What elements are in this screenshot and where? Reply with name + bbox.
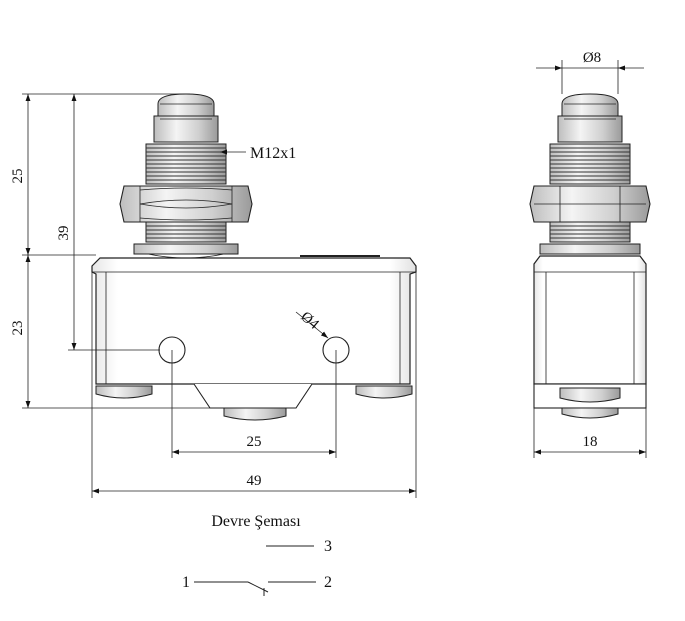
side-body: [533, 255, 647, 419]
side-view: Ø8 18: [529, 50, 651, 458]
dim-hole-spacing: 25: [171, 350, 337, 458]
dim-plunger-diameter: Ø8: [536, 50, 644, 94]
circuit-schematic: Devre Şeması 3 1 2: [182, 513, 332, 596]
dim-body-width: 49: [91, 272, 417, 498]
side-hex-nut: [529, 185, 651, 223]
terminals: [95, 385, 413, 421]
dim-23-text: 23: [10, 321, 26, 336]
switch-body: [91, 255, 417, 409]
hex-nut: [119, 185, 253, 223]
schematic-title: Devre Şeması: [211, 513, 301, 530]
dim-actuator-height: 25: [10, 93, 190, 256]
dim-49-text: 49: [247, 473, 262, 489]
side-plunger: [557, 93, 623, 143]
dim-25-actuator-text: 25: [10, 169, 26, 184]
thread-leader: M12x1: [220, 145, 296, 162]
terminal-2-label: 2: [324, 574, 332, 591]
side-threaded-bushing: [549, 143, 631, 185]
dim-18-text: 18: [583, 434, 598, 450]
dim-side-width: 18: [533, 408, 647, 458]
dim-25-spacing-text: 25: [247, 434, 262, 450]
side-lower-thread: [539, 221, 641, 255]
terminal-1-label: 1: [182, 574, 190, 591]
threaded-bushing: [145, 143, 227, 185]
dim-39-text: 39: [56, 226, 72, 241]
dim-body-height: 23: [10, 255, 210, 409]
front-view: 25 23 39 25 49 Ø4: [10, 93, 417, 498]
dim-total-height: 39: [56, 94, 160, 351]
plunger: [153, 93, 219, 143]
thread-label: M12x1: [250, 145, 296, 162]
terminal-3-label: 3: [324, 538, 332, 555]
lower-thread: [133, 221, 239, 259]
dim-plunger-diameter-text: Ø8: [583, 50, 601, 66]
